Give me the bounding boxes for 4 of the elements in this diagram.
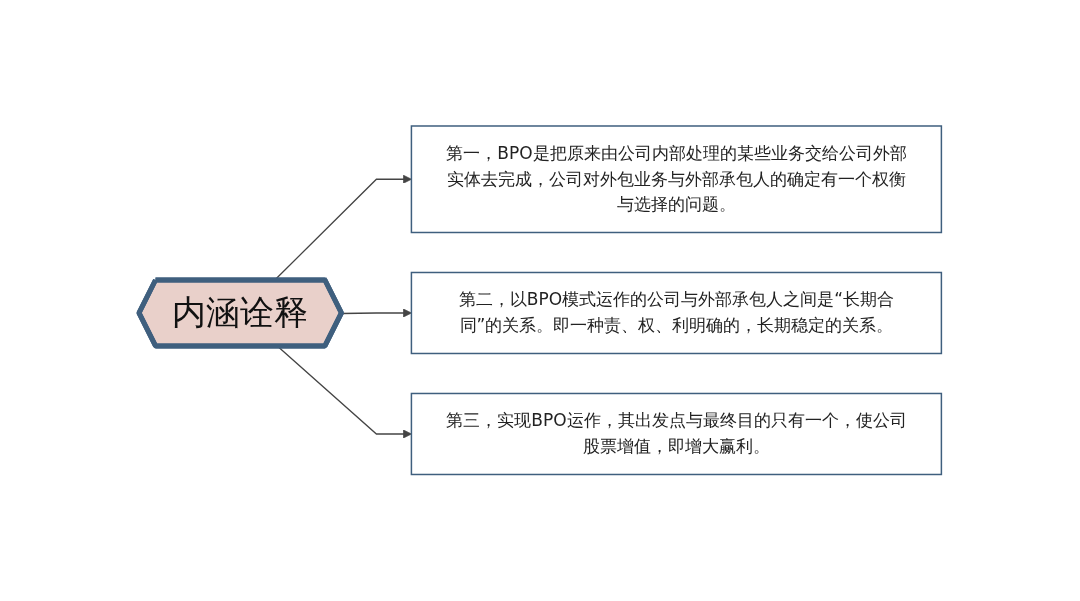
- node-box: 第三，实现BPO运作，其出发点与最终目的只有一个，使公司股票增值，即增大赢利。: [410, 393, 942, 476]
- node-box: 第一，BPO是把原来由公司内部处理的某些业务交给公司外部实体去完成，公司对外包业务与外部承包人的确定有一个权衡与选择的问题。: [410, 125, 942, 234]
- arrow: [341, 308, 412, 318]
- node-box: 第二，以BPO模式运作的公司与外部承包人之间是“长期合同”的关系。即一种责、权、利明确的，长期稳定的关系。: [410, 272, 942, 355]
